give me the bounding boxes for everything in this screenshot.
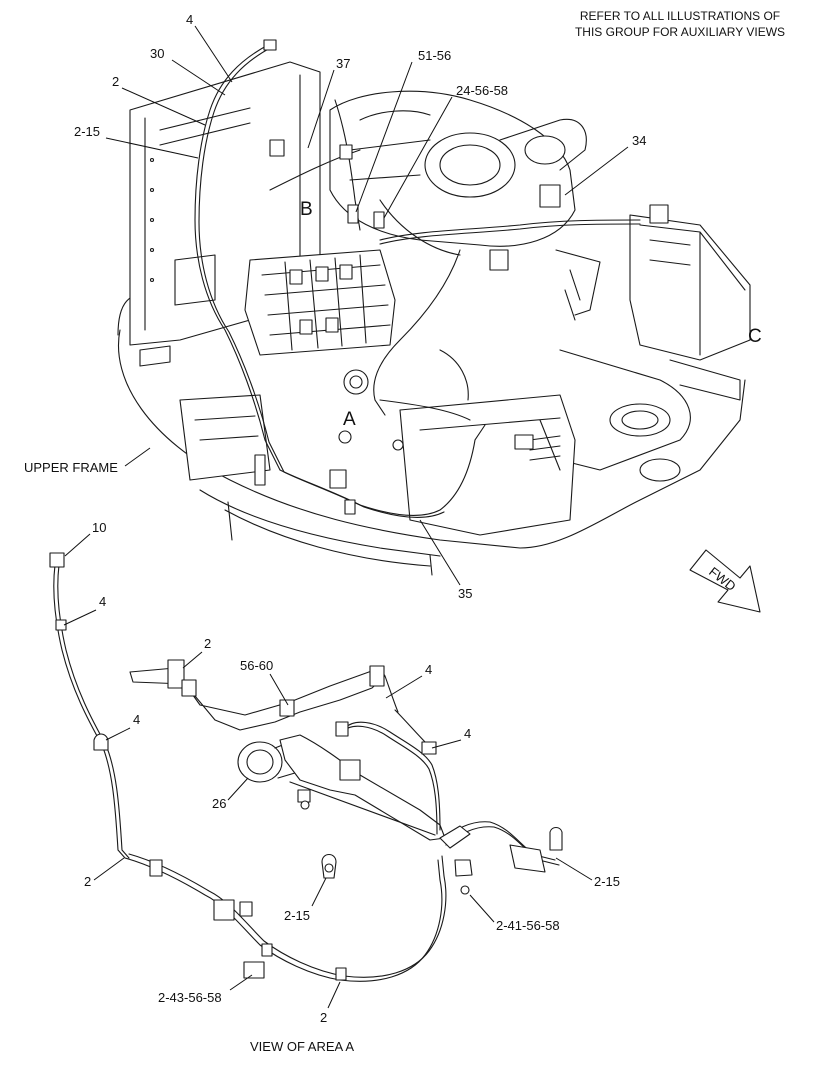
callout-detail-26: 26 [212,796,226,811]
callout-detail-2c: 2 [320,1010,327,1025]
callout-main-37: 37 [336,56,350,71]
area-letter-a: A [343,409,356,430]
callout-detail-4c: 4 [425,662,432,677]
callout-detail-2b: 2 [84,874,91,889]
view-caption: VIEW OF AREA A [250,1039,354,1054]
callout-main-4: 4 [186,12,193,27]
fwd-arrow-icon [689,549,761,613]
callout-main-24-56-58: 24-56-58 [456,83,508,98]
callout-detail-56-60: 56-60 [240,658,273,673]
callout-main-51-56: 51-56 [418,48,451,63]
note-line-2: THIS GROUP FOR AUXILIARY VIEWS [575,25,785,39]
upper-frame-assembly [117,39,751,576]
callout-main-30: 30 [150,46,164,61]
callout-detail-2a: 2 [204,636,211,651]
area-letter-b: B [300,199,313,220]
upper-frame-label: UPPER FRAME [24,460,118,475]
callout-main-2-15: 2-15 [74,124,100,139]
callout-detail-2-41-56-58: 2-41-56-58 [496,918,560,933]
note-line-1: REFER TO ALL ILLUSTRATIONS OF [580,9,780,23]
callout-detail-4b: 4 [133,712,140,727]
callout-detail-4d: 4 [464,726,471,741]
callout-main-35: 35 [458,586,472,601]
callout-detail-2-15b: 2-15 [594,874,620,889]
callout-detail-10: 10 [92,520,106,535]
callout-main-34: 34 [632,133,646,148]
detail-view-area-a [49,552,563,982]
area-letter-c: C [748,326,762,347]
callout-detail-2-15a: 2-15 [284,908,310,923]
callout-detail-4a: 4 [99,594,106,609]
callout-main-2: 2 [112,74,119,89]
callout-detail-2-43-56-58: 2-43-56-58 [158,990,222,1005]
